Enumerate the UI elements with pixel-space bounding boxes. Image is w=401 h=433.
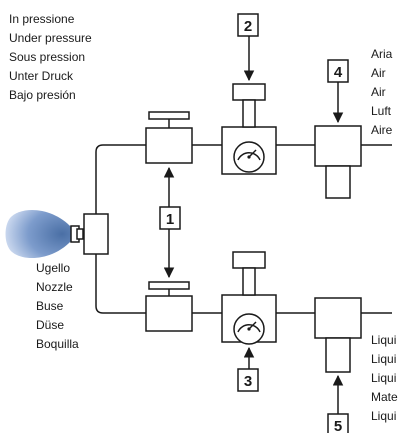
callout-5-number: 5 — [334, 418, 342, 433]
air-label-fr: Air — [371, 85, 386, 99]
pressure-label-it: In pressione — [9, 12, 75, 26]
upper-air-line — [95, 144, 146, 214]
upper-pressure-gauge — [233, 141, 265, 173]
pressure-label-group: In pressione Under pressure Sous pressio… — [9, 12, 92, 102]
liquid-label-it: Liqui — [371, 333, 396, 347]
lower-filter — [314, 297, 362, 373]
lower-liquid-line — [95, 254, 146, 314]
air-label-de: Luft — [371, 104, 392, 118]
callout-3: 3 — [237, 346, 259, 392]
nozzle-tip-inner — [76, 228, 84, 240]
liquid-label-en: Liqui — [371, 352, 396, 366]
callout-3-number: 3 — [244, 373, 252, 390]
nozzle-body — [83, 213, 109, 255]
nozzle-label-es: Boquilla — [36, 337, 79, 351]
callout-5: 5 — [327, 374, 349, 433]
air-label-group: Aria Air Air Luft Aire — [371, 47, 393, 137]
lower-pressure-regulator — [221, 251, 277, 343]
liquid-label-de: Mate — [371, 390, 398, 404]
nozzle-label-de: Düse — [36, 318, 64, 332]
nozzle-label-group: Ugello Nozzle Buse Düse Boquilla — [36, 261, 79, 351]
callout-4: 4 — [327, 59, 349, 124]
lower-pressure-gauge — [233, 313, 265, 345]
liquid-label-fr: Liqui — [371, 371, 396, 385]
spray-plume — [5, 209, 72, 259]
callout-2: 2 — [237, 13, 259, 82]
air-label-it: Aria — [371, 47, 393, 61]
lower-liquid-valve — [145, 281, 193, 332]
nozzle-label-en: Nozzle — [36, 280, 73, 294]
air-label-en: Air — [371, 66, 386, 80]
upper-filter — [314, 125, 362, 199]
pressure-label-en: Under pressure — [9, 31, 92, 45]
upper-pressure-regulator — [221, 83, 277, 175]
nozzle-label-it: Ugello — [36, 261, 70, 275]
callout-1-number: 1 — [166, 211, 174, 228]
callout-2-number: 2 — [244, 18, 252, 35]
liquid-label-group: Liqui Liqui Liqui Mate Liqui — [371, 333, 398, 423]
air-label-es: Aire — [371, 123, 393, 137]
liquid-label-es: Liqui — [371, 409, 396, 423]
callout-4-number: 4 — [334, 64, 343, 81]
pressure-label-de: Unter Druck — [9, 69, 74, 83]
nozzle-label-fr: Buse — [36, 299, 64, 313]
pressure-label-es: Bajo presión — [9, 88, 76, 102]
pressure-label-fr: Sous pression — [9, 50, 85, 64]
upper-air-valve — [145, 111, 193, 164]
callout-1: 1 — [159, 166, 181, 279]
